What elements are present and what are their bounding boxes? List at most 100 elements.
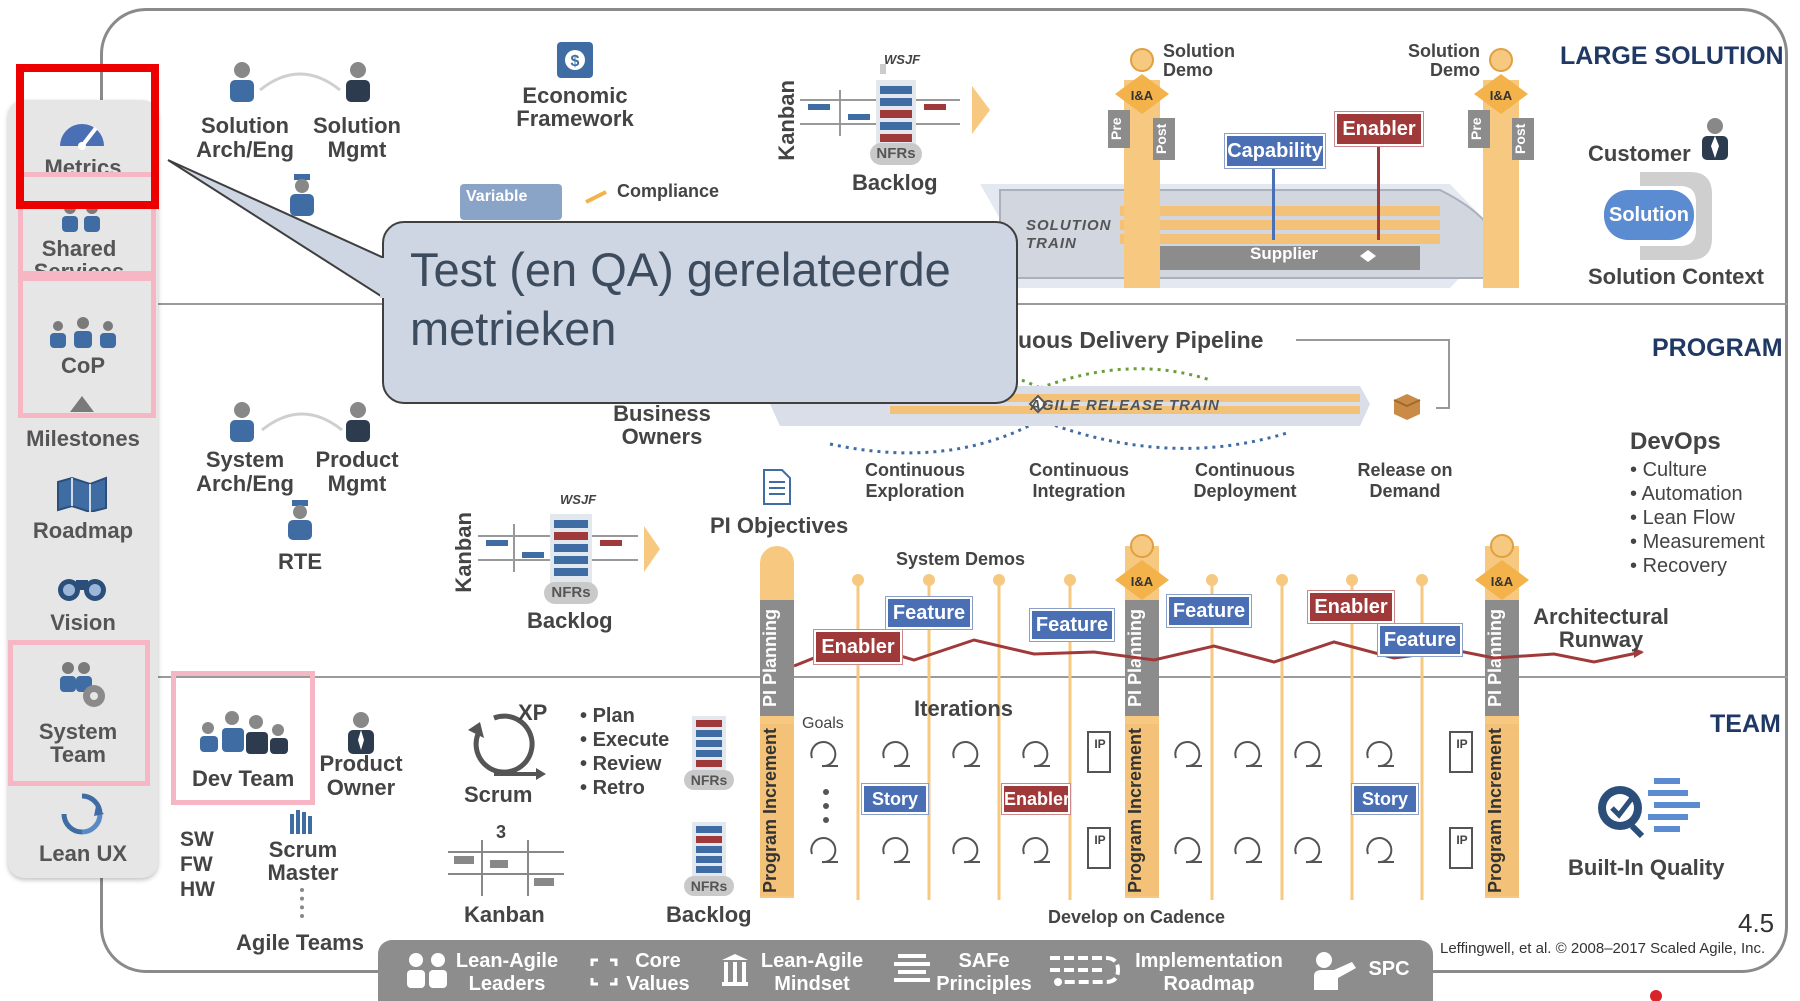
solution-nfrs-badge: NFRs bbox=[870, 143, 922, 165]
post-1: Post bbox=[1153, 118, 1175, 160]
iterations-label: Iterations bbox=[914, 696, 1014, 721]
art-label: AGILE RELEASE TRAIN bbox=[1030, 397, 1220, 414]
program-wsjf: WSJF bbox=[560, 492, 597, 507]
highlight-cop bbox=[18, 276, 156, 418]
highlight-shared-services bbox=[18, 172, 156, 276]
svg-text:$: $ bbox=[571, 53, 580, 70]
brand-dot bbox=[1650, 990, 1662, 1001]
cdp-bracket-b bbox=[1436, 407, 1450, 409]
cdp-title: uous Delivery Pipeline bbox=[1018, 327, 1264, 353]
continuous-exploration: Continuous Exploration bbox=[865, 460, 965, 501]
solution-kanban-board bbox=[800, 64, 960, 150]
system-team-icon bbox=[60, 662, 105, 707]
sidebar-label-milestones: Milestones bbox=[26, 426, 140, 451]
pi-objectives-icon bbox=[763, 469, 791, 505]
solution-kanban-label: Kanban bbox=[774, 80, 799, 161]
goals-label: Goals bbox=[802, 715, 844, 732]
sidebar-label-shared-services: Shared Services bbox=[33, 237, 125, 273]
milestone-icon bbox=[70, 396, 94, 412]
fw-label: FW bbox=[180, 853, 213, 876]
solution-backlog-label: Backlog bbox=[852, 170, 938, 195]
pre-2: Pre bbox=[1468, 110, 1490, 148]
solution-kanban-arrow bbox=[972, 86, 990, 134]
devops-list: • Culture • Automation • Lean Flow • Mea… bbox=[1630, 458, 1765, 578]
program-enabler-tag-1: Enabler bbox=[814, 630, 902, 664]
sidebar-label-system-team: System Team bbox=[38, 719, 118, 767]
highlight-dev-team bbox=[171, 671, 315, 805]
variable-label: Variable bbox=[466, 188, 528, 205]
program-kanban-arrow bbox=[644, 526, 660, 572]
scrum-event: • Plan bbox=[580, 705, 635, 727]
scrum-event: • Review bbox=[580, 753, 662, 775]
scrum-cycle-icon bbox=[468, 713, 546, 780]
speedometer-icon bbox=[60, 124, 104, 150]
scrum-event: • Execute bbox=[580, 729, 670, 751]
dev-team-icon bbox=[200, 711, 288, 754]
devops-item: • Culture bbox=[1630, 459, 1708, 481]
capability-tag: Capability bbox=[1225, 134, 1325, 168]
team-backlog-icon-2 bbox=[692, 822, 726, 884]
devops-item: • Lean Flow bbox=[1630, 507, 1735, 529]
scrum-event: • Retro bbox=[580, 777, 645, 799]
hw-label: HW bbox=[180, 878, 215, 901]
core-values-icon bbox=[590, 958, 618, 986]
scrum-master-icon bbox=[290, 810, 312, 834]
footer-label-core-values: Core Values bbox=[626, 950, 690, 995]
pi-objectives-label: PI Objectives bbox=[710, 513, 849, 538]
devops-title: DevOps bbox=[1630, 428, 1721, 455]
team-nfrs-text-1: NFRs bbox=[690, 772, 728, 788]
refresh-cycle-icon bbox=[61, 793, 104, 835]
ia-icon-1: I&A bbox=[1115, 48, 1169, 114]
feature-tag-2: Feature bbox=[1030, 609, 1114, 641]
sidebar-label-roadmap: Roadmap bbox=[32, 518, 134, 543]
binoculars-icon bbox=[58, 579, 106, 601]
sidebar-label-lean-ux: Lean UX bbox=[38, 841, 128, 866]
scrum-label: Scrum bbox=[464, 782, 533, 807]
implementation-roadmap-icon bbox=[1050, 956, 1121, 986]
solution-demo-bar-1 bbox=[1124, 80, 1160, 288]
pi-planning-1: PI Planning bbox=[760, 600, 794, 716]
compliance-line-icon bbox=[585, 190, 607, 204]
footer-label-leaders: Lean-Agile Leaders bbox=[455, 950, 559, 995]
solution-nfrs-text: NFRs bbox=[876, 145, 916, 162]
compliance-label: Compliance bbox=[617, 181, 720, 201]
rte-label: RTE bbox=[278, 549, 322, 574]
continuous-deployment: Continuous Deployment bbox=[1193, 460, 1297, 501]
system-arch-eng: System Arch/Eng bbox=[196, 447, 294, 496]
release-on-demand: Release on Demand bbox=[1357, 460, 1453, 501]
version-label: 4.5 bbox=[1738, 908, 1775, 938]
team-dots bbox=[300, 888, 304, 918]
solution-arch-eng: Solution Arch/Eng bbox=[196, 113, 294, 162]
customer-icon bbox=[1702, 118, 1728, 160]
ia-icon-2: I&A bbox=[1474, 48, 1528, 114]
ip-box-1a: IP bbox=[1094, 737, 1106, 751]
solution-roles-icon bbox=[230, 62, 370, 102]
mindset-icon bbox=[722, 954, 748, 986]
sidebar-label-metrics: Metrics bbox=[44, 156, 122, 174]
footer-label-mindset: Lean-Agile Mindset bbox=[760, 950, 864, 995]
sw-label: SW bbox=[180, 828, 214, 851]
callout-box bbox=[382, 221, 1018, 404]
program-backlog-label: Backlog bbox=[527, 608, 613, 633]
solution-mgmt: Solution Mgmt bbox=[313, 113, 401, 162]
principles-icon bbox=[894, 954, 930, 982]
ip-box-2b: IP bbox=[1456, 833, 1468, 847]
built-in-quality-icon bbox=[1598, 778, 1700, 839]
scrum-events-list: • Plan • Execute • Review • Retro bbox=[580, 704, 669, 800]
svg-text:I&A: I&A bbox=[1131, 88, 1154, 103]
team-backlog-icon-1 bbox=[692, 716, 726, 778]
business-owners: Business Owners bbox=[613, 401, 711, 449]
dev-team-label: Dev Team bbox=[192, 766, 295, 791]
program-increment-1: Program Increment bbox=[760, 724, 794, 896]
supplier-label: Supplier bbox=[1250, 244, 1319, 263]
program-nfrs-text: NFRs bbox=[551, 584, 591, 601]
team-nfrs-badge-1: NFRs bbox=[684, 770, 734, 790]
solution-train-label: SOLUTION TRAIN bbox=[1026, 217, 1112, 252]
solution-box: Solution bbox=[1604, 190, 1694, 240]
callout-pointer bbox=[167, 159, 385, 300]
customer-label: Customer bbox=[1588, 141, 1691, 166]
devops-item: • Recovery bbox=[1630, 555, 1728, 577]
highlight-metrics bbox=[16, 64, 159, 209]
product-owner-label: Product Owner bbox=[319, 751, 403, 800]
solution-wsjf: WSJF bbox=[884, 52, 921, 67]
